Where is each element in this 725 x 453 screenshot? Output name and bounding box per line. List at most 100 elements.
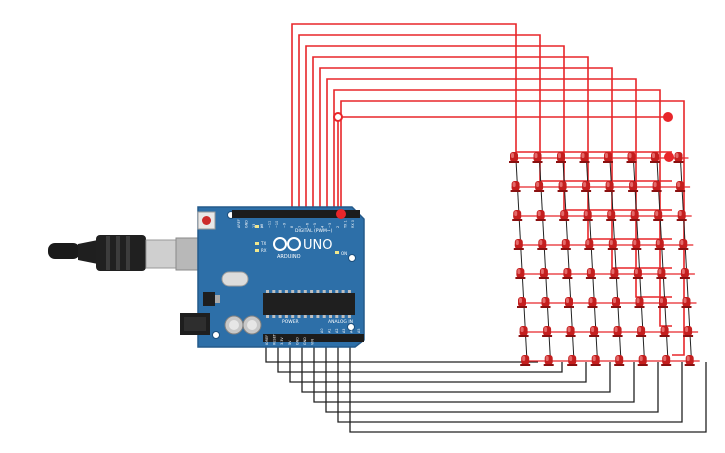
header-pin-label: 13 [252,224,256,228]
led[interactable] [585,268,596,279]
led[interactable] [534,181,545,192]
row-wire[interactable] [333,89,672,327]
led[interactable] [651,181,662,192]
led[interactable] [684,355,695,366]
led[interactable] [678,239,689,250]
led[interactable] [510,181,521,192]
led[interactable] [614,355,625,366]
analog-header[interactable] [318,334,364,342]
led[interactable] [582,210,593,221]
header-pin-label: ~5 [313,223,317,228]
led[interactable] [567,355,578,366]
column-wire[interactable] [301,338,611,393]
led[interactable] [636,326,647,337]
led[interactable] [681,297,692,308]
led[interactable] [589,326,600,337]
led[interactable] [650,152,660,163]
row-wire[interactable] [305,45,672,214]
led[interactable] [517,297,527,308]
row-wire[interactable] [319,67,672,269]
led[interactable] [632,268,643,279]
column-wire[interactable] [277,338,563,373]
wire-endpoints [333,112,674,219]
row-wire[interactable] [340,100,685,356]
led[interactable] [564,297,574,308]
led[interactable] [603,152,613,163]
led[interactable] [609,268,620,279]
led[interactable] [606,210,617,221]
wire-endpoint[interactable] [663,112,673,122]
led[interactable] [538,268,549,279]
led[interactable] [520,355,531,366]
power-header[interactable] [263,334,319,342]
column-wire[interactable] [325,338,659,413]
column-wire[interactable] [337,338,683,423]
led[interactable] [535,210,546,221]
led[interactable] [659,326,670,337]
led[interactable] [683,326,694,337]
header-pin-label: 8 [290,226,294,228]
usb-cable[interactable] [48,235,211,271]
led[interactable] [658,297,668,308]
power-pin-label: GND [303,337,307,345]
led[interactable] [556,152,566,163]
led[interactable] [612,326,623,337]
led-label-tx: TX [260,241,266,246]
led[interactable] [634,297,645,308]
led[interactable] [679,268,690,279]
led[interactable] [661,355,672,366]
wire-bend-point[interactable] [333,112,343,122]
led[interactable] [626,152,637,163]
column-wire[interactable] [349,338,707,433]
led[interactable] [676,210,687,221]
led[interactable] [537,239,548,250]
led[interactable] [673,152,684,163]
led[interactable] [637,355,648,366]
led[interactable] [607,239,618,250]
led[interactable] [590,355,601,366]
led[interactable] [543,355,554,366]
row-wire[interactable] [337,116,668,214]
row-wire[interactable] [298,34,672,214]
led[interactable] [540,297,551,308]
led[interactable] [515,268,526,279]
led[interactable] [629,210,640,221]
led[interactable] [562,268,573,279]
led[interactable] [653,210,664,221]
column-wire[interactable] [289,338,587,383]
led[interactable] [587,297,598,308]
row-wire[interactable] [312,56,672,240]
led[interactable] [518,326,529,337]
led[interactable] [579,152,590,163]
led[interactable] [565,326,576,337]
wire-endpoint[interactable] [664,152,674,162]
column-wire[interactable] [313,338,635,403]
led[interactable] [631,239,642,250]
reset-button[interactable] [197,211,216,230]
header-pin-label: ~10 [275,221,279,228]
led[interactable] [656,268,667,279]
led[interactable] [512,210,523,221]
led[interactable] [513,239,524,250]
header-pin-label: 2 [336,226,340,228]
led[interactable] [604,181,615,192]
chip-pins [266,290,351,318]
wire-endpoint[interactable] [336,209,346,219]
row-wire[interactable] [326,78,672,298]
power-pin-label: IOREF [265,335,269,345]
led[interactable] [611,297,621,308]
led[interactable] [542,326,553,337]
led[interactable] [532,152,543,163]
led[interactable] [509,152,519,163]
led[interactable] [628,181,639,192]
led[interactable] [559,210,570,221]
led[interactable] [675,181,686,192]
led[interactable] [560,239,571,250]
led[interactable] [557,181,568,192]
digital-header[interactable] [232,210,360,218]
led[interactable] [584,239,595,250]
led[interactable] [654,239,665,250]
led[interactable] [581,181,592,192]
row-wire[interactable] [291,23,672,214]
